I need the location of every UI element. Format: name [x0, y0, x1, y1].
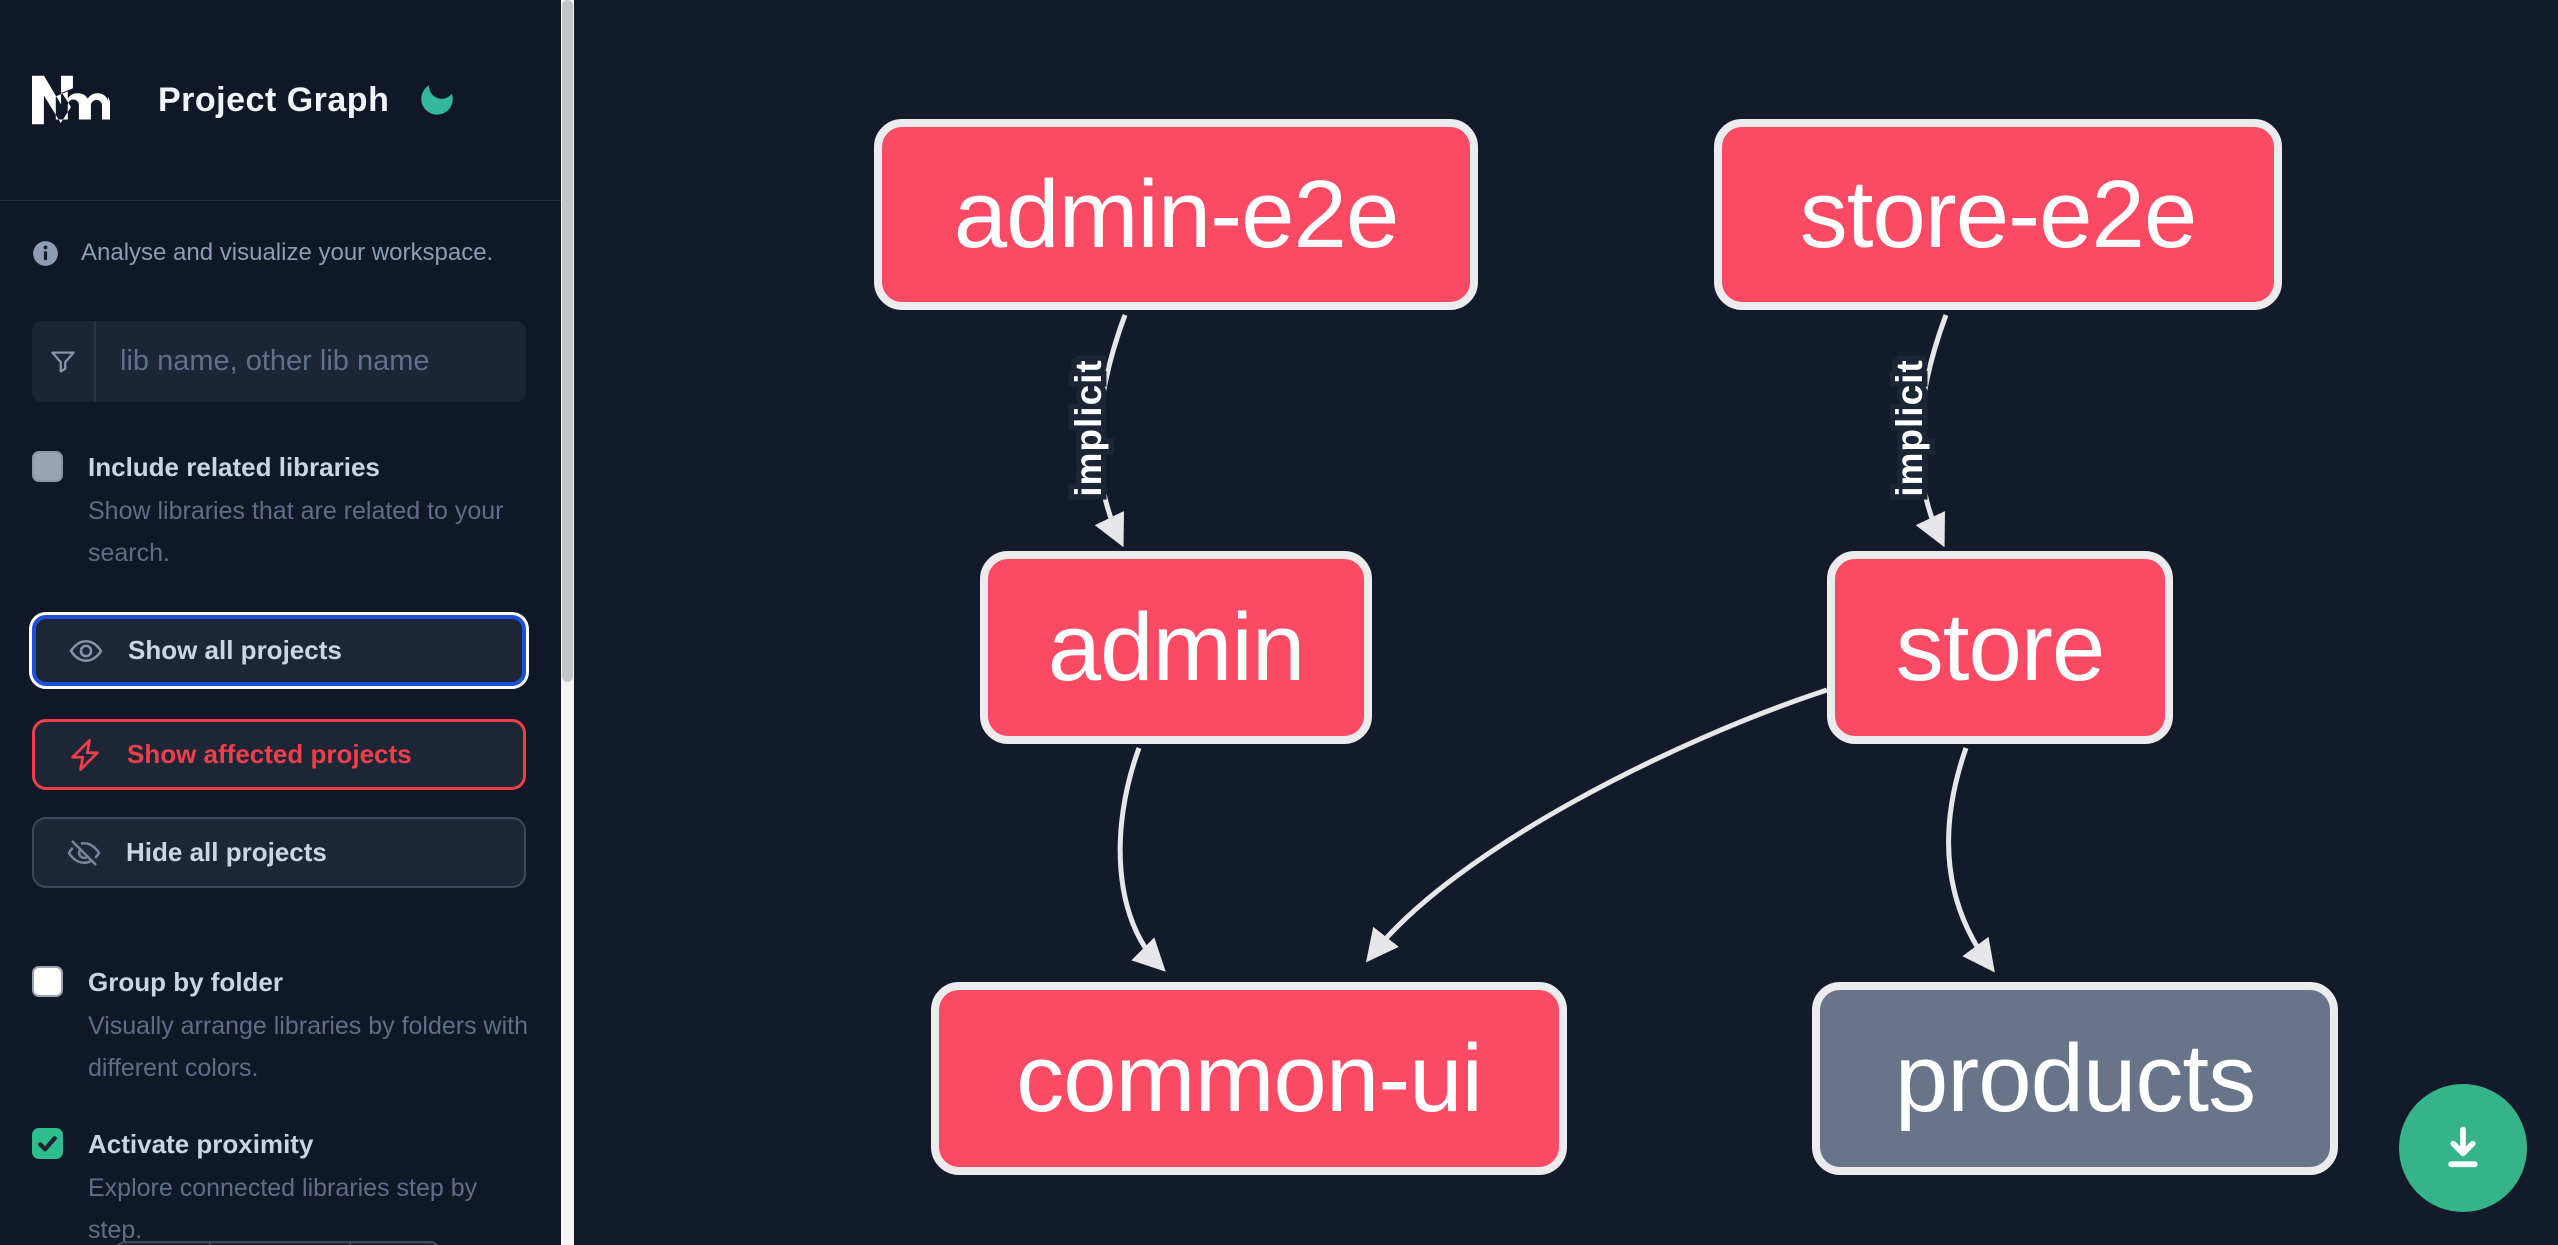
info-icon — [33, 240, 58, 266]
show-affected-projects-label: Show affected projects — [127, 739, 412, 769]
group-by-folder-label[interactable]: Group by folder — [88, 967, 283, 997]
sidebar-scrollbar[interactable] — [561, 0, 574, 1245]
proximity-decrement-button[interactable] — [117, 1243, 212, 1245]
scrollbar-thumb[interactable] — [562, 0, 573, 682]
toggle-activate-proximity: Activate proximity Explore connected lib… — [0, 1125, 561, 1245]
include-related-description: Show libraries that are related to your … — [88, 497, 504, 567]
proximity-depth-stepper[interactable] — [115, 1241, 440, 1245]
include-related-checkbox[interactable] — [32, 451, 63, 482]
graph-canvas[interactable]: implicit implicit admin-e2e store-e2e ad… — [574, 0, 2558, 1245]
toggle-include-related: Include related libraries Show libraries… — [0, 448, 561, 574]
project-node-store[interactable]: store — [1827, 551, 2173, 744]
edge-label-implicit: implicit — [1889, 359, 1930, 497]
edge-admin-e2e-to-admin — [1094, 314, 1128, 548]
activate-proximity-checkbox[interactable] — [32, 1128, 63, 1159]
show-all-projects-label: Show all projects — [128, 635, 342, 665]
show-all-projects-button[interactable]: Show all projects — [32, 615, 526, 686]
eye-icon — [69, 639, 103, 662]
show-affected-projects-button[interactable]: Show affected projects — [32, 719, 526, 790]
workspace-tagline: Analyse and visualize your workspace. — [81, 239, 494, 266]
edge-store-to-products — [1946, 747, 1995, 973]
group-by-folder-description: Visually arrange libraries by folders wi… — [88, 1012, 529, 1082]
edge-store-to-common-ui — [1365, 687, 1828, 963]
project-node-products[interactable]: products — [1812, 982, 2338, 1175]
edge-label-implicit: implicit — [1068, 359, 1109, 497]
activate-proximity-label[interactable]: Activate proximity — [88, 1129, 314, 1159]
edge-store-e2e-to-store — [1915, 314, 1949, 548]
project-node-store-e2e[interactable]: store-e2e — [1714, 119, 2282, 310]
nx-logo — [32, 75, 110, 125]
eye-slash-icon — [67, 839, 101, 866]
project-node-admin-e2e[interactable]: admin-e2e — [874, 119, 1478, 310]
hide-all-projects-button[interactable]: Hide all projects — [32, 817, 526, 888]
download-image-button[interactable] — [2399, 1084, 2527, 1212]
hide-all-projects-label: Hide all projects — [126, 837, 327, 867]
moon-icon — [421, 85, 454, 115]
toggle-group-by-folder: Group by folder Visually arrange librari… — [0, 963, 561, 1089]
search-box — [32, 321, 526, 402]
workspace-tagline-row: Analyse and visualize your workspace. — [0, 239, 561, 267]
search-input[interactable] — [96, 321, 526, 402]
include-related-label[interactable]: Include related libraries — [88, 452, 380, 482]
sidebar: Project Graph Analyse and visualize your… — [0, 0, 561, 1245]
download-icon — [2448, 1126, 2478, 1168]
sidebar-header: Project Graph — [0, 0, 561, 201]
activate-proximity-description: Explore connected libraries step by step… — [88, 1174, 478, 1244]
page-title: Project Graph — [158, 80, 390, 119]
filter-funnel-icon — [32, 321, 96, 402]
theme-toggle-button[interactable] — [415, 78, 459, 122]
dependency-edges: implicit implicit — [1063, 314, 1995, 973]
bolt-icon — [71, 738, 99, 771]
checkmark-icon — [38, 1136, 57, 1152]
edge-admin-to-common-ui — [1117, 747, 1166, 972]
project-node-common-ui[interactable]: common-ui — [931, 982, 1567, 1175]
group-by-folder-checkbox[interactable] — [32, 966, 63, 997]
proximity-value-field[interactable] — [211, 1243, 351, 1245]
project-node-admin[interactable]: admin — [980, 551, 1372, 744]
